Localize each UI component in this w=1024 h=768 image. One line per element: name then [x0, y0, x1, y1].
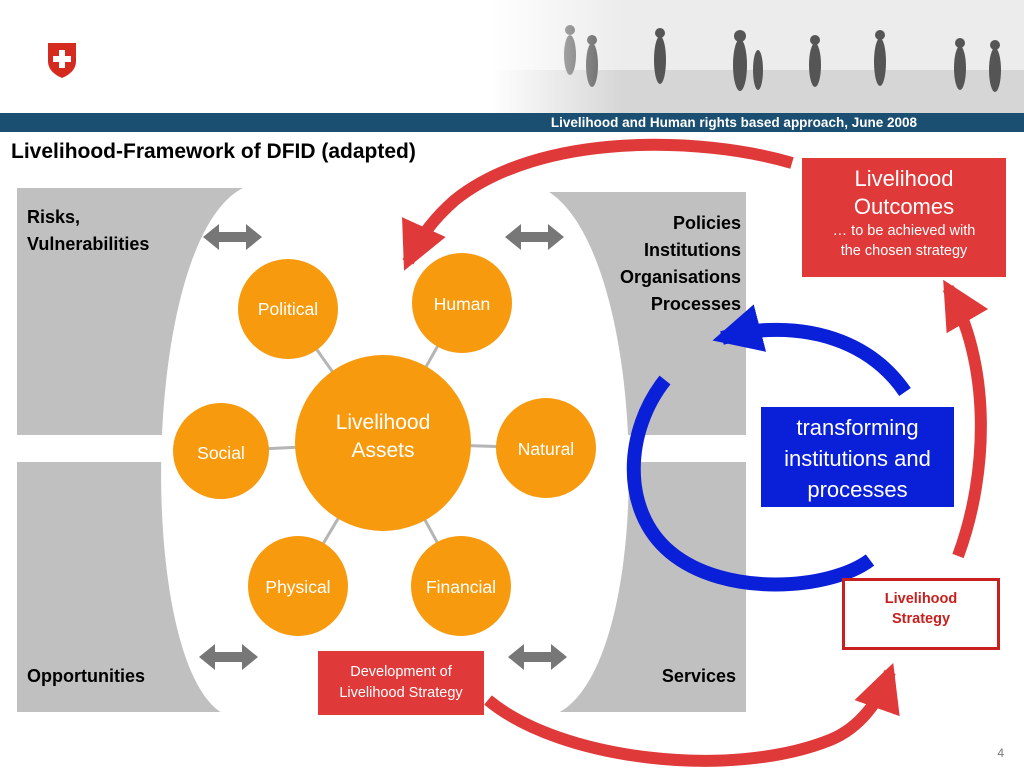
physical-node: [248, 536, 348, 636]
header-photo: [490, 0, 1024, 113]
double-headed-arrow-icon: [505, 224, 564, 250]
human-label: Human: [433, 294, 491, 314]
physical-label: Physical: [265, 577, 331, 597]
financial-label: Financial: [425, 577, 497, 597]
header-bar: [0, 113, 1024, 132]
page-number: 4: [997, 746, 1004, 760]
livelihood-strategy-box: Livelihood Strategy: [842, 578, 1000, 650]
blue-cycle-arrow-lower: [626, 375, 875, 592]
livelihood-outcomes-box: Livelihood Outcomes … to be achieved wit…: [802, 158, 1006, 277]
label-policies-institutions: Policies Institutions Organisations Proc…: [619, 213, 741, 314]
label-opportunities: Opportunities: [27, 666, 145, 686]
political-node: [238, 259, 338, 359]
political-label: Political: [257, 299, 319, 319]
red-arrow-outcomes-to-assets: [402, 138, 794, 271]
label-risks-vulnerabilities: Risks, Vulnerabilities: [27, 207, 150, 254]
livelihood-assets-label: Livelihood Assets: [335, 411, 431, 462]
blue-cycle-arrow-upper: [712, 304, 911, 397]
slide-title: Livelihood-Framework of DFID (adapted): [11, 140, 416, 163]
double-headed-arrow-icon: [199, 644, 258, 670]
transforming-institutions-box: transforming institutions and processes: [759, 405, 956, 509]
header-banner-text: Livelihood and Human rights based approa…: [550, 115, 917, 130]
double-headed-arrow-icon: [508, 644, 567, 670]
human-node: [412, 253, 512, 353]
swiss-cross-shield-icon: [48, 43, 76, 78]
development-strategy-box: Development of Livelihood Strategy: [318, 651, 484, 715]
red-arrow-strategy-to-outcomes: [942, 279, 989, 559]
outcomes-subtitle: … to be achieved with the chosen strateg…: [832, 223, 976, 259]
label-services: Services: [661, 666, 736, 686]
livelihood-assets-node: [295, 355, 471, 531]
social-label: Social: [197, 443, 245, 463]
double-headed-arrow-icon: [203, 224, 262, 250]
red-arrow-development-to-strategy: [484, 662, 900, 767]
natural-node: [496, 398, 596, 498]
financial-node: [411, 536, 511, 636]
social-node: [173, 403, 269, 499]
natural-label: Natural: [517, 439, 575, 459]
outcomes-title: Livelihood Outcomes: [853, 166, 955, 219]
